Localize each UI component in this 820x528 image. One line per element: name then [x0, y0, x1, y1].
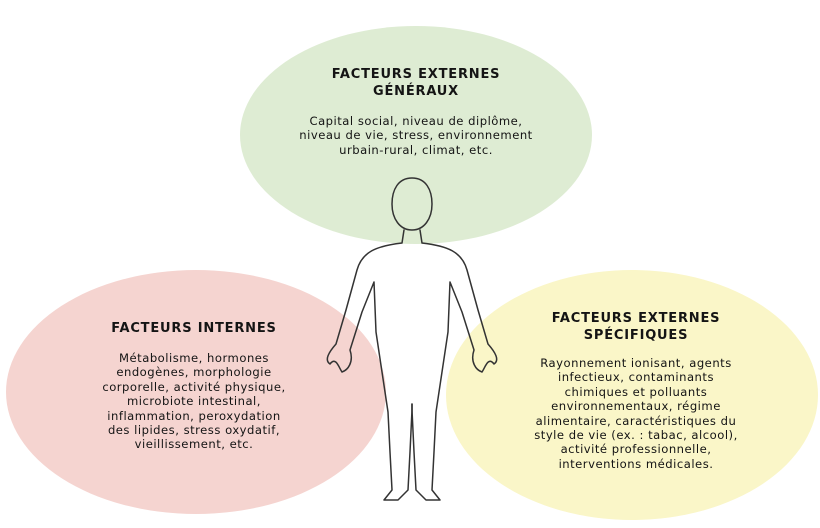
specific-external-factors-heading: FACTEURS EXTERNES SPÉCIFIQUES [551, 311, 721, 343]
general-external-factors-bubble [240, 26, 592, 244]
specific-external-factors-bubble [446, 270, 818, 520]
internal-factors: FACTEURS INTERNES Métabolisme, hormones … [60, 320, 328, 452]
specific-external-factors: FACTEURS EXTERNES SPÉCIFIQUES Rayonnemen… [490, 310, 782, 471]
specific-external-factors-description: Rayonnement ionisant, agents infectieux,… [534, 356, 738, 471]
body-head [391, 177, 433, 231]
internal-factors-description: Métabolisme, hormones endogènes, morphol… [102, 351, 286, 452]
internal-factors-bubble [6, 270, 386, 514]
body-left-side [326, 229, 413, 501]
internal-factors-heading: FACTEURS INTERNES [111, 321, 277, 336]
general-external-factors-description: Capital social, niveau de diplôme, nivea… [299, 114, 533, 157]
body-right-side [411, 229, 498, 501]
general-external-factors-heading: FACTEURS EXTERNES GÉNÉRAUX [331, 67, 501, 99]
general-external-factors: FACTEURS EXTERNES GÉNÉRAUX Capital socia… [250, 66, 582, 157]
